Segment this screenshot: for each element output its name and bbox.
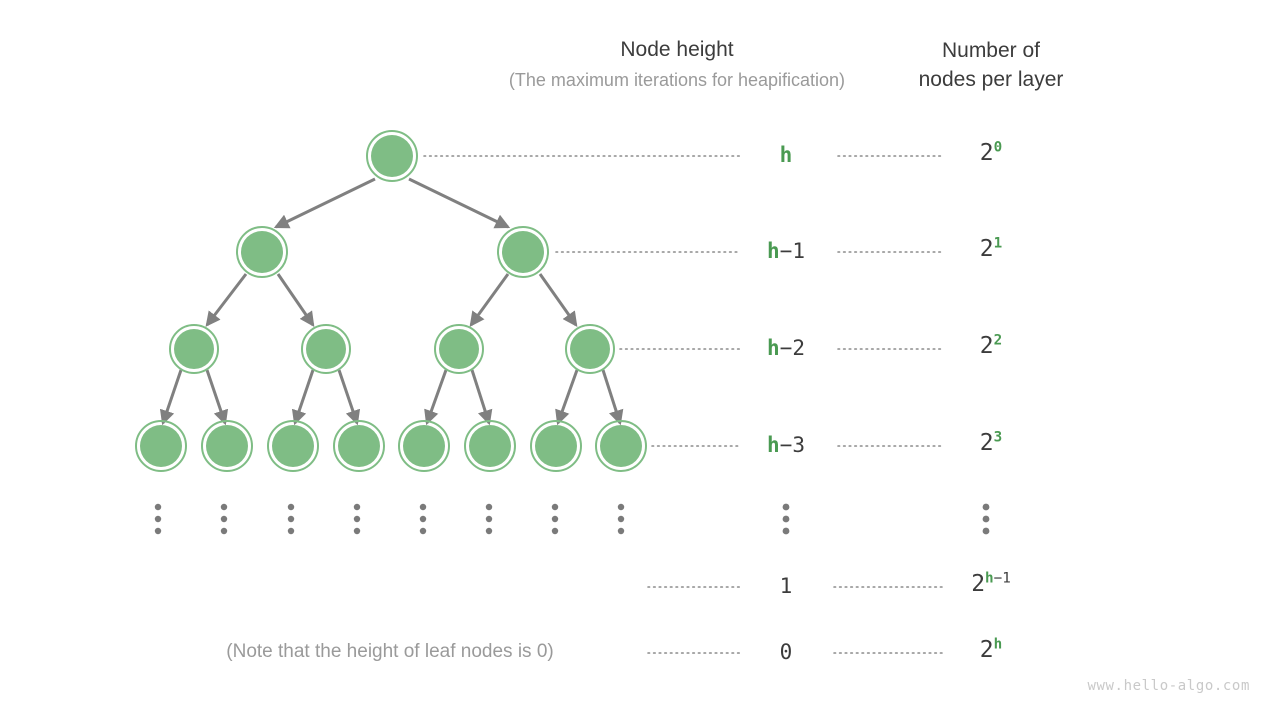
count-leader-lines (833, 155, 943, 654)
count-label-row-4: 2h−1 (911, 571, 1071, 597)
count-exponent: 0 (993, 139, 1003, 156)
height-prefix: h (767, 239, 780, 263)
watermark-url: www.hello-algo.com (1087, 678, 1250, 694)
leaf-height-note: (Note that the height of leaf nodes is 0… (226, 641, 554, 662)
height-prefix: h (767, 433, 780, 457)
height-leader-lines (423, 155, 743, 654)
count-label-row-0: 20 (911, 140, 1071, 166)
count-exponent: h (993, 636, 1003, 653)
count-label-row-3: 23 (911, 430, 1071, 456)
tree-edges (159, 177, 624, 426)
height-label-row-4: 1 (716, 574, 856, 598)
height-suffix: −2 (779, 336, 805, 360)
nodes-per-layer-line2: nodes per layer (918, 68, 1064, 91)
count-base: 2 (979, 637, 994, 663)
count-base: 2 (979, 333, 994, 359)
height-label-row-2: h−2 (716, 336, 856, 360)
node-height-title: Node height (620, 38, 734, 61)
count-exponent: h (985, 570, 994, 587)
count-base: 2 (971, 571, 986, 597)
count-exponent: 3 (993, 429, 1003, 446)
count-column-ellipsis (982, 503, 990, 535)
height-suffix: −3 (779, 433, 805, 457)
nodes-per-layer-line1: Number of (941, 39, 1041, 62)
height-prefix: h (767, 336, 780, 360)
count-label-row-5: 2h (911, 637, 1071, 663)
column-header-node-height: Node height (The maximum iterations for … (477, 36, 877, 93)
height-suffix: −1 (779, 239, 805, 263)
height-suffix: 1 (779, 574, 793, 598)
height-column-ellipsis (782, 503, 790, 535)
height-suffix: 0 (779, 640, 793, 664)
count-label-row-1: 21 (911, 236, 1071, 262)
count-base: 2 (979, 140, 994, 166)
count-base: 2 (979, 236, 994, 262)
height-prefix: h (779, 143, 793, 167)
count-exponent: 1 (993, 235, 1003, 252)
column-header-nodes-per-layer: Number of nodes per layer (871, 36, 1111, 94)
tree-nodes (135, 130, 647, 472)
node-height-subtitle: (The maximum iterations for heapificatio… (508, 70, 846, 90)
count-exponent-suffix: −1 (993, 570, 1011, 587)
height-label-row-0: h (716, 143, 856, 167)
height-label-row-3: h−3 (716, 433, 856, 457)
height-label-row-5: 0 (716, 640, 856, 664)
tree-ellipsis-dots (154, 503, 625, 535)
count-label-row-2: 22 (911, 333, 1071, 359)
count-exponent: 2 (993, 332, 1003, 349)
height-label-row-1: h−1 (716, 239, 856, 263)
count-base: 2 (979, 430, 994, 456)
